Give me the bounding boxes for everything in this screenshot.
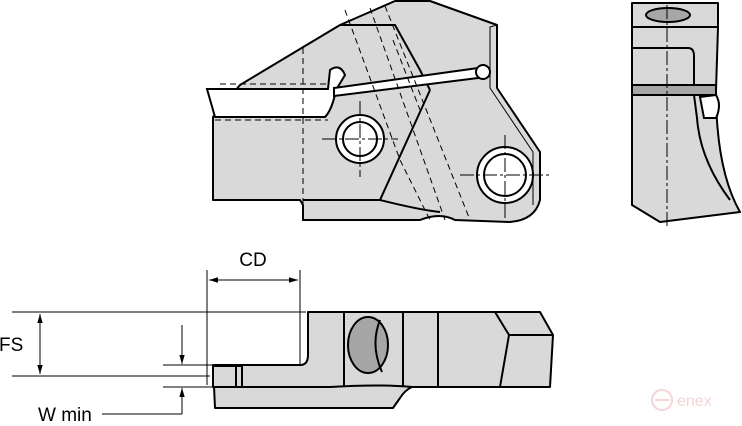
dimension-fs: FS [0,311,306,377]
band [631,84,717,96]
dimension-w-min: W min [38,325,212,426]
insert [205,66,347,118]
top-view [212,311,554,409]
slot-end [475,64,491,80]
holder-body-side [631,2,741,223]
holder-body-front [212,0,541,223]
dimension-cd: CD [206,250,301,385]
w-min-label: W min [38,405,92,426]
front-view [205,0,550,223]
edge-line [379,199,441,213]
centerline [460,135,550,220]
watermark-logo-icon [651,389,673,411]
hidden-lines [215,48,330,220]
insert-side [698,93,720,119]
hidden-lines [344,5,471,221]
cd-label: CD [239,250,266,271]
watermark: enex [651,389,712,411]
fs-label: FS [0,335,23,356]
side-view [631,2,741,226]
hole-ellipse [645,7,691,23]
screw-hole-top [347,316,389,374]
watermark-text: enex [677,393,712,410]
insert-top [212,365,243,388]
centerline [322,101,398,177]
